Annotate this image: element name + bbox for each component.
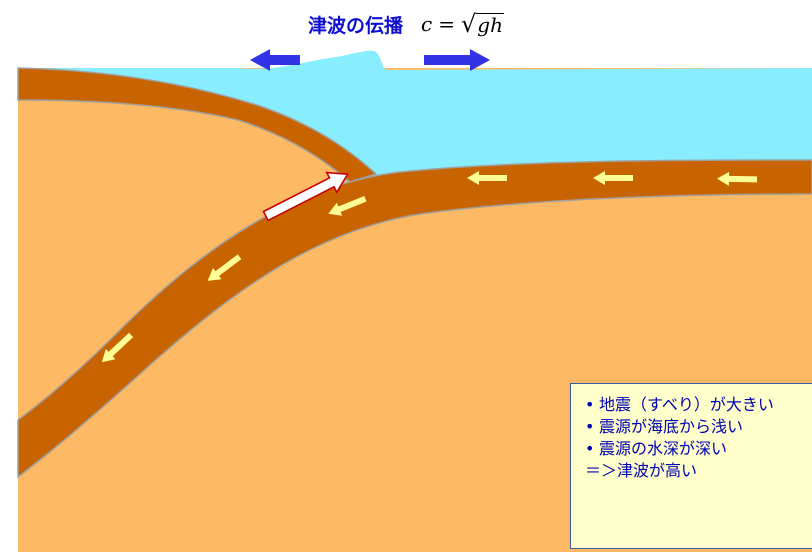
fault-slip-arrow	[262, 171, 350, 222]
propagation-arrow-left	[250, 49, 300, 71]
formula-lhs: c	[421, 12, 433, 36]
plate-arrow	[467, 171, 507, 185]
propagation-arrow-right	[424, 49, 490, 71]
oceanic-plate	[17, 159, 812, 479]
diagram-title: 津波の伝播 c = √ gh	[308, 8, 504, 40]
title-text: 津波の伝播	[308, 14, 404, 37]
plate-arrow	[717, 171, 758, 186]
continental-plate	[17, 67, 378, 183]
conclusion-text: ＝＞津波が高い	[585, 461, 698, 480]
condition-item: 震源が海底から浅い	[585, 416, 812, 438]
formula-sqrt: √ gh	[461, 12, 504, 36]
radical-sign-icon: √	[460, 10, 477, 38]
conditions-list: 地震（すべり）が大きい 震源が海底から浅い 震源の水深が深い	[585, 394, 812, 460]
speed-formula: c = √ gh	[421, 12, 504, 36]
condition-item: 地震（すべり）が大きい	[585, 394, 812, 416]
plate-arrow	[101, 332, 134, 363]
condition-item: 震源の水深が深い	[585, 438, 812, 460]
conditions-box: 地震（すべり）が大きい 震源が海底から浅い 震源の水深が深い ＝＞津波が高い	[570, 383, 812, 549]
plate-arrow	[593, 171, 633, 185]
plate-motion-arrows	[101, 171, 758, 363]
plate-arrow	[207, 254, 242, 281]
formula-radicand: gh	[476, 13, 504, 37]
formula-equals: =	[438, 12, 455, 36]
ocean-water	[18, 50, 812, 178]
plate-arrow	[328, 195, 367, 216]
